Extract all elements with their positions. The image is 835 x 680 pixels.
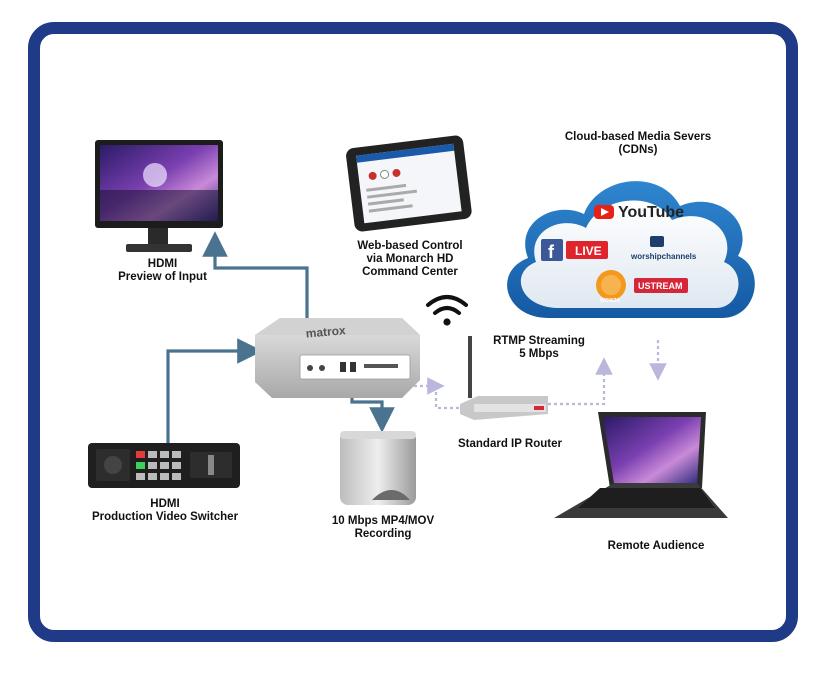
youtube-label: YouTube bbox=[618, 204, 684, 221]
hdmi-preview-line2: Preview of Input bbox=[118, 271, 207, 283]
cloud-title-label: Cloud-based Media Severs (CDNs) bbox=[553, 131, 723, 157]
switcher-line1: HDMI bbox=[150, 498, 180, 510]
wowza-logo: WOWZA bbox=[596, 270, 626, 304]
rtmp-line1: RTMP Streaming bbox=[493, 335, 585, 347]
rtmp-line2: 5 Mbps bbox=[519, 348, 559, 360]
rtmp-label: RTMP Streaming 5 Mbps bbox=[484, 335, 594, 361]
worship-label: worshipchannels bbox=[630, 252, 697, 261]
cdn-cloud bbox=[507, 181, 755, 318]
facebook-live-logo: f LIVE bbox=[541, 239, 608, 262]
matrox-brand: matrox bbox=[305, 323, 346, 340]
ustream-logo: USTREAM bbox=[634, 278, 688, 293]
web-control-line3: Command Center bbox=[362, 266, 458, 278]
router-to-cloud-line bbox=[548, 357, 613, 406]
router-up-line bbox=[434, 386, 470, 410]
ustream-label: USTREAM bbox=[638, 281, 683, 291]
recording-line2: Recording bbox=[354, 528, 412, 540]
switcher-to-encoder-line bbox=[166, 338, 263, 448]
matrox-encoder: matrox bbox=[255, 318, 420, 398]
dotted-connectors bbox=[378, 340, 667, 410]
recording-drive bbox=[340, 431, 416, 505]
remote-audience-label: Remote Audience bbox=[586, 540, 726, 553]
switcher-line2: Production Video Switcher bbox=[91, 511, 239, 523]
svg-text:f: f bbox=[548, 242, 555, 262]
hdmi-preview-line1: HDMI bbox=[147, 258, 178, 270]
web-control-line1: Web-based Control bbox=[357, 240, 463, 252]
ip-router bbox=[460, 336, 548, 420]
web-control-label: Web-based Control via Monarch HD Command… bbox=[340, 240, 480, 279]
youtube-logo: YouTube bbox=[594, 204, 684, 221]
control-tablet bbox=[346, 135, 472, 232]
recording-label: 10 Mbps MP4/MOV Recording bbox=[313, 515, 453, 541]
encoder-to-monitor-line bbox=[202, 231, 309, 318]
audience-laptop bbox=[554, 412, 728, 518]
remote-audience-line1: Remote Audience bbox=[607, 540, 705, 552]
preview-monitor bbox=[95, 140, 223, 252]
router-line1: Standard IP Router bbox=[458, 438, 562, 450]
cloud-title-line1: Cloud-based Media Severs bbox=[564, 131, 712, 143]
video-switcher bbox=[88, 443, 240, 488]
wowza-label: WOWZA bbox=[600, 298, 620, 304]
wifi-icon bbox=[426, 295, 468, 326]
recording-line1: 10 Mbps MP4/MOV bbox=[331, 515, 435, 527]
hdmi-preview-label: HDMI Preview of Input bbox=[105, 258, 220, 284]
router-label: Standard IP Router bbox=[440, 438, 580, 451]
cloud-title-line2: (CDNs) bbox=[618, 144, 658, 156]
web-control-line2: via Monarch HD bbox=[366, 253, 454, 265]
live-label: LIVE bbox=[575, 244, 602, 258]
switcher-label: HDMI Production Video Switcher bbox=[80, 498, 250, 524]
worship-channels-logo: worshipchannels bbox=[630, 236, 697, 261]
